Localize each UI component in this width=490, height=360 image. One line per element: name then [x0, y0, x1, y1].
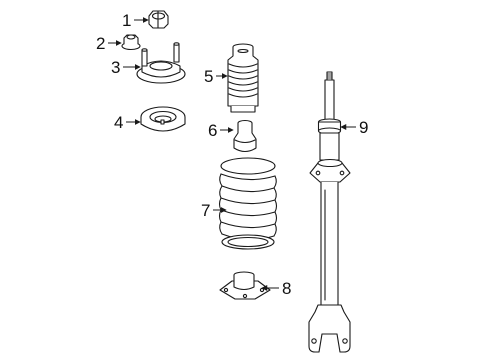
callout-1: 9	[340, 118, 368, 137]
callout-label-5: 5	[204, 67, 213, 86]
top-nut-part	[148, 10, 169, 29]
callout-label-2: 8	[282, 279, 291, 298]
callout-label-9: 1	[122, 11, 131, 30]
callout-label-4: 7	[201, 201, 210, 220]
coil-spring-part	[218, 157, 278, 250]
callout-label-8: 2	[96, 34, 105, 53]
callout-9: 1	[122, 11, 149, 30]
bump-stop-part	[233, 119, 257, 153]
callout-2: 8	[261, 279, 291, 298]
flange-nut-part	[121, 34, 141, 51]
callout-label-3: 6	[208, 121, 217, 140]
callout-5: 5	[204, 67, 228, 86]
lower-spring-seat-part	[219, 271, 271, 300]
callout-4: 7	[201, 201, 227, 220]
callout-6: 4	[114, 113, 141, 132]
callout-label-6: 4	[114, 113, 123, 132]
strut-assembly-part	[308, 71, 351, 353]
callout-8: 2	[96, 34, 122, 53]
callout-label-1: 9	[359, 118, 368, 137]
callout-label-7: 3	[111, 58, 120, 77]
callout-7: 3	[111, 58, 141, 77]
upper-spring-seat-part	[140, 106, 186, 132]
dust-boot-part	[227, 43, 259, 113]
callout-3: 6	[208, 121, 234, 140]
strut-mount-part	[136, 42, 186, 84]
